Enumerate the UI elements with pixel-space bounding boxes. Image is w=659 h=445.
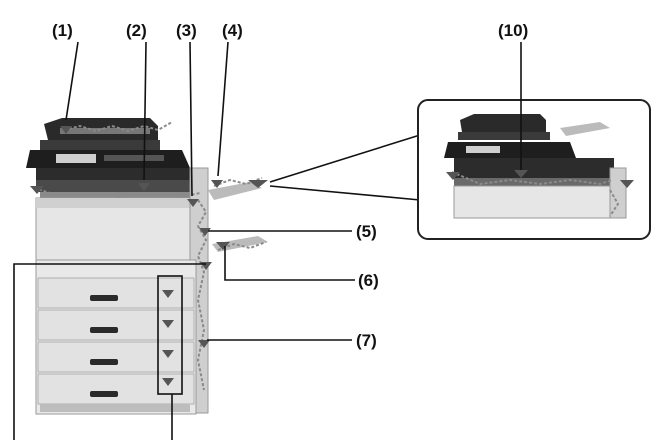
marker-2 — [138, 183, 150, 191]
marker-6 — [216, 242, 230, 250]
callout-10: (10) — [498, 21, 528, 40]
jam-markers — [30, 126, 268, 386]
callout-6: (6) — [358, 271, 379, 290]
copier-machine — [26, 118, 268, 415]
callout-5: (5) — [356, 222, 377, 241]
marker-1 — [60, 126, 72, 134]
callout-7: (7) — [356, 331, 377, 350]
marker-tray-1 — [162, 290, 174, 298]
marker-7 — [198, 340, 210, 348]
marker-4 — [211, 180, 223, 188]
marker-edge-left — [30, 186, 44, 194]
callout-labels: (1) (2) (3) (4) (10) (5) (6) (7) — [52, 21, 528, 350]
leader-lines — [13, 41, 421, 440]
callout-3: (3) — [176, 21, 197, 40]
tray-group-bracket — [157, 275, 183, 395]
callout-2: (2) — [126, 21, 147, 40]
marker-tray-2 — [162, 320, 174, 328]
marker-5 — [199, 228, 211, 236]
marker-3 — [187, 199, 199, 207]
callout-1: (1) — [52, 21, 73, 40]
marker-tray-4 — [162, 378, 174, 386]
marker-4b — [248, 180, 268, 188]
marker-tray-3 — [162, 350, 174, 358]
callout-4: (4) — [222, 21, 243, 40]
inset-detail — [417, 42, 651, 240]
